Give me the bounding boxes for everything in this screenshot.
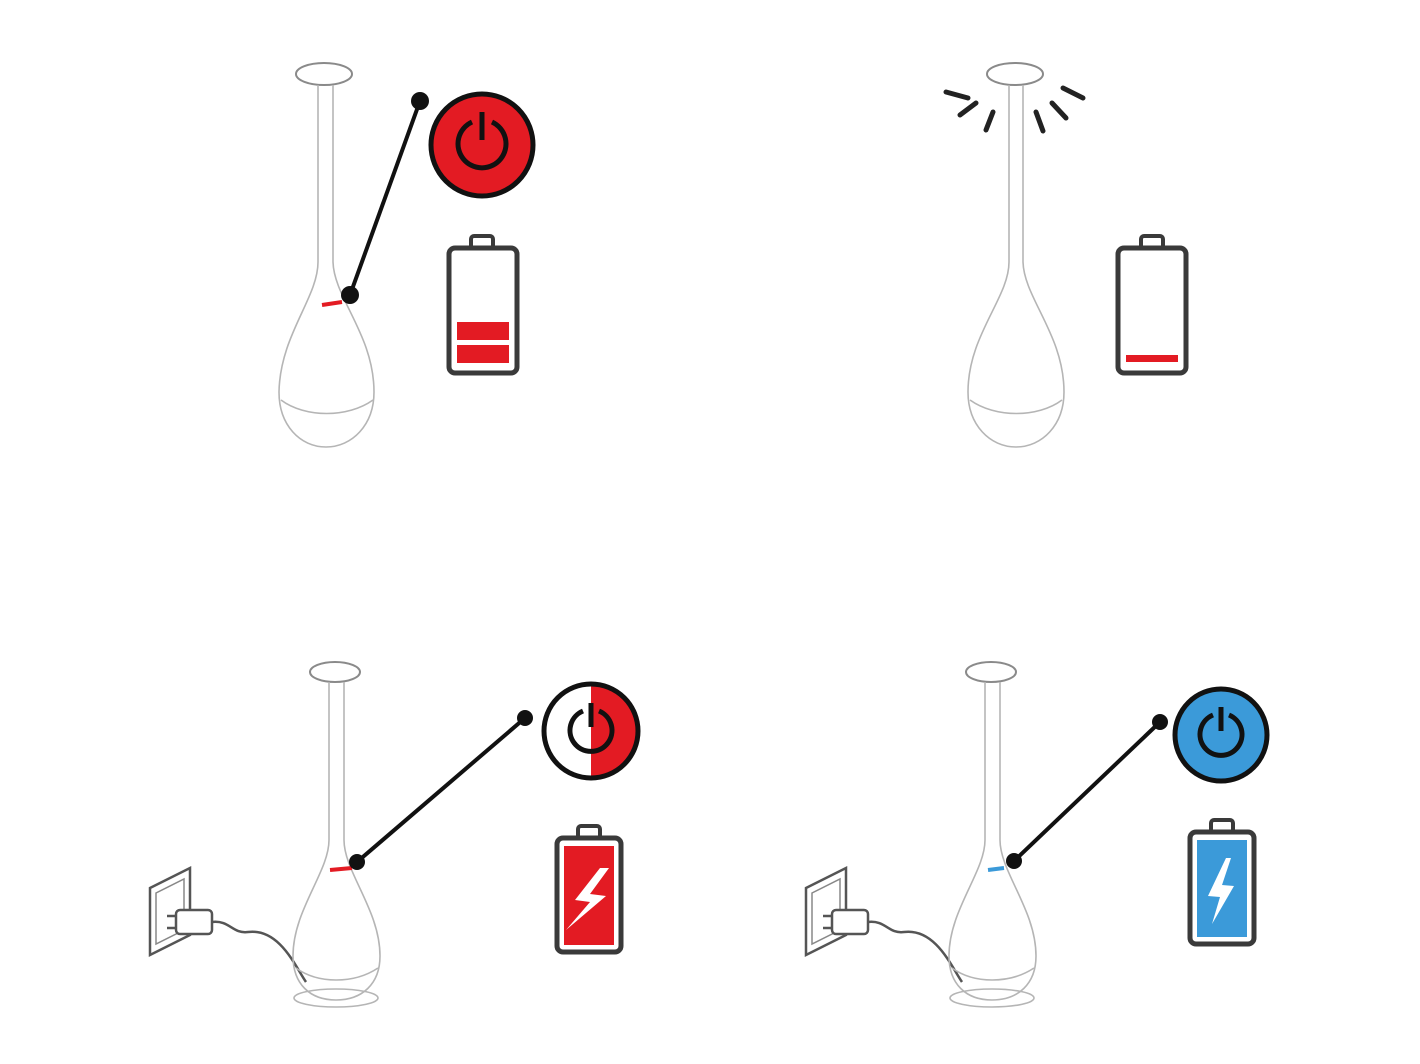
panel-low-battery-press xyxy=(278,62,536,448)
power-button-half-icon xyxy=(541,681,641,781)
panel-fully-charged xyxy=(804,661,1270,1008)
power-button-icon xyxy=(428,91,536,199)
light-rays-icon xyxy=(943,85,1086,134)
power-button-blue-icon xyxy=(1172,686,1270,784)
status-led xyxy=(321,300,343,307)
pendant-lamp xyxy=(292,661,381,1008)
battery-empty-icon xyxy=(1115,234,1189,376)
panel-empty-battery-blink xyxy=(943,62,1189,448)
battery-charging-icon xyxy=(554,824,624,955)
plug-icon xyxy=(167,908,308,983)
battery-charged-icon xyxy=(1187,818,1257,947)
pendant-lamp xyxy=(967,62,1065,448)
status-led xyxy=(329,866,353,872)
pendant-lamp xyxy=(948,661,1037,1008)
plug-icon xyxy=(823,908,964,983)
panel-charging xyxy=(148,661,641,1008)
status-led xyxy=(987,866,1005,872)
callout-pointer-icon xyxy=(341,92,429,304)
pendant-lamp xyxy=(278,62,375,448)
callout-pointer-icon xyxy=(1006,714,1168,869)
callout-pointer-icon xyxy=(349,710,533,870)
battery-low-icon xyxy=(446,234,520,376)
